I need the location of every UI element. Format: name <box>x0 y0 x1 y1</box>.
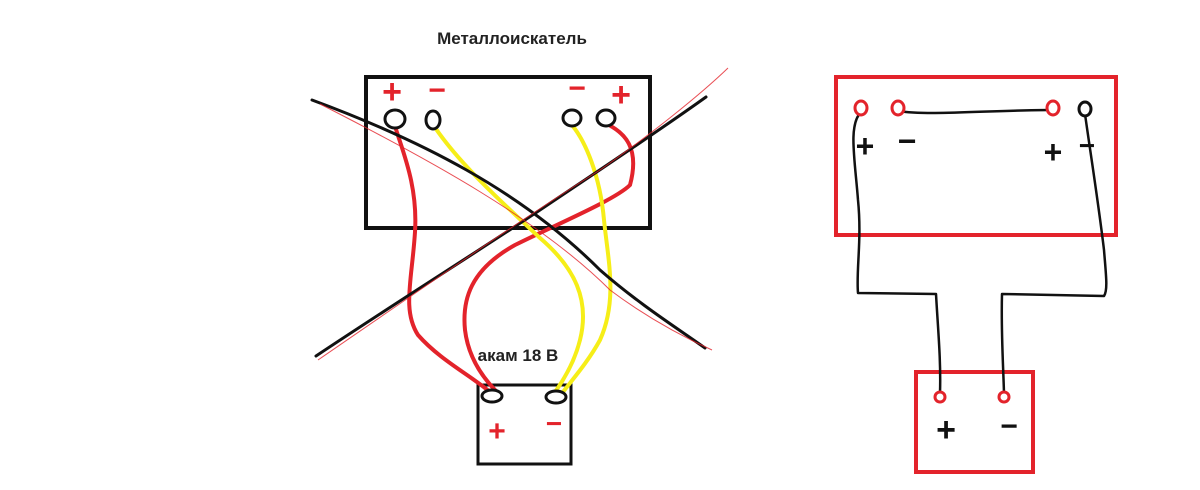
device-terminal-icon <box>853 99 869 117</box>
correct-wiring-scheme: + − + − + − <box>834 75 1118 474</box>
metal-detector-box <box>364 75 652 230</box>
battery-terminal-icon <box>933 390 947 404</box>
red-wire-left <box>393 124 492 394</box>
battery-label: акам 18 В <box>478 346 559 365</box>
device-terminal-icon <box>383 108 407 130</box>
battery-plus-right: + <box>936 411 956 449</box>
device-plus-left: + <box>382 73 402 111</box>
device-plus-left-right: + <box>856 128 875 164</box>
device-minus-right-right: − <box>1079 130 1095 161</box>
device-terminal-icon <box>595 108 617 128</box>
wrong-wiring-scheme: Металлоискатель + − − + акам 18 В + − <box>310 29 729 466</box>
yellow-wire-right <box>561 122 613 394</box>
device-plus-right-right: + <box>1044 134 1063 170</box>
red-wire-right <box>462 122 636 394</box>
crossed-out-wrong-wiring-icon <box>310 67 729 361</box>
battery-terminal-icon <box>544 389 568 405</box>
device-terminal-icon <box>1077 100 1093 118</box>
battery-terminal-icon <box>480 388 504 404</box>
device-minus-left: − <box>428 74 446 107</box>
black-wire-minus <box>1000 112 1108 395</box>
device-terminal-icon <box>890 99 906 117</box>
battery-terminal-icon <box>997 390 1011 404</box>
battery-box-right <box>914 370 1035 474</box>
battery-minus: − <box>546 408 562 439</box>
device-terminal-icon <box>1045 99 1061 117</box>
battery-box <box>476 383 573 466</box>
device-title: Металлоискатель <box>437 29 587 48</box>
device-plus-right: + <box>611 76 631 114</box>
device-minus-left-right: − <box>898 123 917 159</box>
device-minus-right: − <box>568 72 586 105</box>
device-terminal-icon <box>424 109 442 131</box>
black-wire-plus <box>852 110 942 395</box>
battery-plus: + <box>488 415 506 448</box>
device-terminal-icon <box>561 108 583 128</box>
black-wire-jumper <box>896 108 1054 115</box>
battery-minus-right: − <box>1000 410 1018 443</box>
metal-detector-box-right <box>834 75 1118 237</box>
